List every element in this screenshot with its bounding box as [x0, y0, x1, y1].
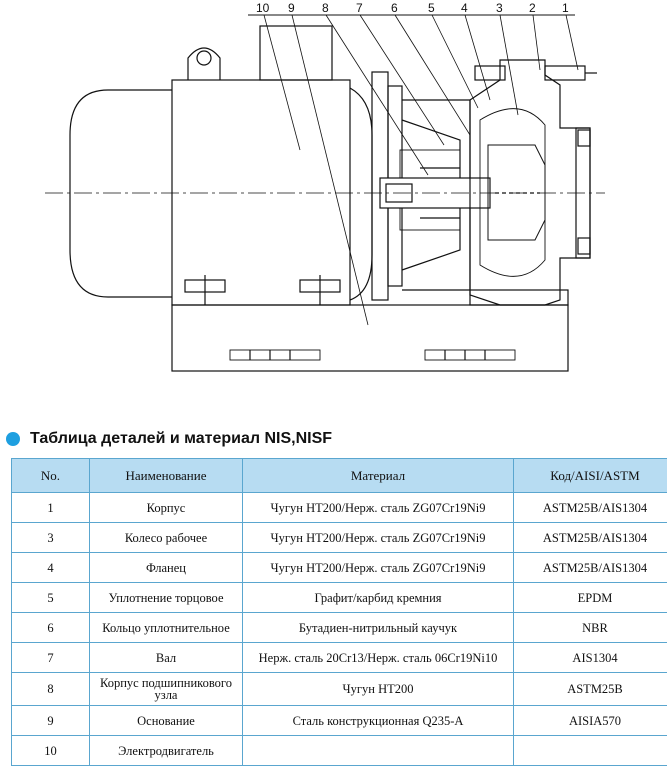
cell-name: Кольцо уплотнительное [90, 613, 243, 643]
table-row: 4 Фланец Чугун HT200/Нерж. сталь ZG07Cr1… [12, 553, 667, 583]
header-material: Материал [243, 459, 514, 493]
header-no: No. [12, 459, 90, 493]
cell-material: Чугун HT200 [243, 673, 514, 706]
cell-material: Чугун HT200/Нерж. сталь ZG07Cr19Ni9 [243, 523, 514, 553]
cell-no: 8 [12, 673, 90, 706]
cell-no: 6 [12, 613, 90, 643]
table-header-row: No. Наименование Материал Код/AISI/ASTM [12, 459, 667, 493]
callout-2: 2 [529, 1, 536, 15]
cell-code: ASTM25B/AIS1304 [514, 553, 667, 583]
cell-name: Фланец [90, 553, 243, 583]
pump-cross-section-drawing: 10 9 8 7 6 5 4 3 2 1 [0, 0, 667, 400]
cell-name: Колесо рабочее [90, 523, 243, 553]
callout-3: 3 [496, 1, 503, 15]
cell-code: AIS1304 [514, 643, 667, 673]
cell-code: AISIA570 [514, 706, 667, 736]
cell-material: Сталь конструкционная Q235-A [243, 706, 514, 736]
header-name: Наименование [90, 459, 243, 493]
cell-code: NBR [514, 613, 667, 643]
header-code: Код/AISI/ASTM [514, 459, 667, 493]
cell-no: 10 [12, 736, 90, 766]
callout-1: 1 [562, 1, 569, 15]
callout-8: 8 [322, 1, 329, 15]
cell-code: ASTM25B/AIS1304 [514, 493, 667, 523]
callout-10: 10 [256, 1, 270, 15]
bullet-dot-icon [6, 432, 20, 446]
cell-no: 7 [12, 643, 90, 673]
cell-code [514, 736, 667, 766]
cell-code: ASTM25B [514, 673, 667, 706]
cell-name: Вал [90, 643, 243, 673]
cell-name: Корпус подшипникового узла [90, 673, 243, 706]
cell-material: Нерж. сталь 20Cr13/Нерж. сталь 06Cr19Ni1… [243, 643, 514, 673]
cell-no: 9 [12, 706, 90, 736]
table-row: 9 Основание Сталь конструкционная Q235-A… [12, 706, 667, 736]
cell-code: ASTM25B/AIS1304 [514, 523, 667, 553]
callout-4: 4 [461, 1, 468, 15]
cell-no: 4 [12, 553, 90, 583]
cell-name: Уплотнение торцовое [90, 583, 243, 613]
callout-9: 9 [288, 1, 295, 15]
table-row: 3 Колесо рабочее Чугун HT200/Нерж. сталь… [12, 523, 667, 553]
callout-6: 6 [391, 1, 398, 15]
section-title: Таблица деталей и материал NIS,NISF [30, 430, 332, 448]
cell-material: Чугун HT200/Нерж. сталь ZG07Cr19Ni9 [243, 493, 514, 523]
table-row: 8 Корпус подшипникового узла Чугун HT200… [12, 673, 667, 706]
cell-material [243, 736, 514, 766]
cell-code: EPDM [514, 583, 667, 613]
cell-material: Бутадиен-нитрильный каучук [243, 613, 514, 643]
parts-materials-table: No. Наименование Материал Код/AISI/ASTM … [11, 458, 667, 766]
callout-5: 5 [428, 1, 435, 15]
table-row: 5 Уплотнение торцовое Графит/карбид крем… [12, 583, 667, 613]
table-row: 7 Вал Нерж. сталь 20Cr13/Нерж. сталь 06C… [12, 643, 667, 673]
cell-no: 1 [12, 493, 90, 523]
callout-7: 7 [356, 1, 363, 15]
table-row: 1 Корпус Чугун HT200/Нерж. сталь ZG07Cr1… [12, 493, 667, 523]
cell-name: Электродвигатель [90, 736, 243, 766]
section-heading: Таблица деталей и материал NIS,NISF [6, 428, 332, 450]
cell-material: Графит/карбид кремния [243, 583, 514, 613]
cell-name: Основание [90, 706, 243, 736]
cell-name: Корпус [90, 493, 243, 523]
table-row: 6 Кольцо уплотнительное Бутадиен-нитриль… [12, 613, 667, 643]
cell-material: Чугун HT200/Нерж. сталь ZG07Cr19Ni9 [243, 553, 514, 583]
table-row: 10 Электродвигатель [12, 736, 667, 766]
cell-no: 3 [12, 523, 90, 553]
cell-no: 5 [12, 583, 90, 613]
